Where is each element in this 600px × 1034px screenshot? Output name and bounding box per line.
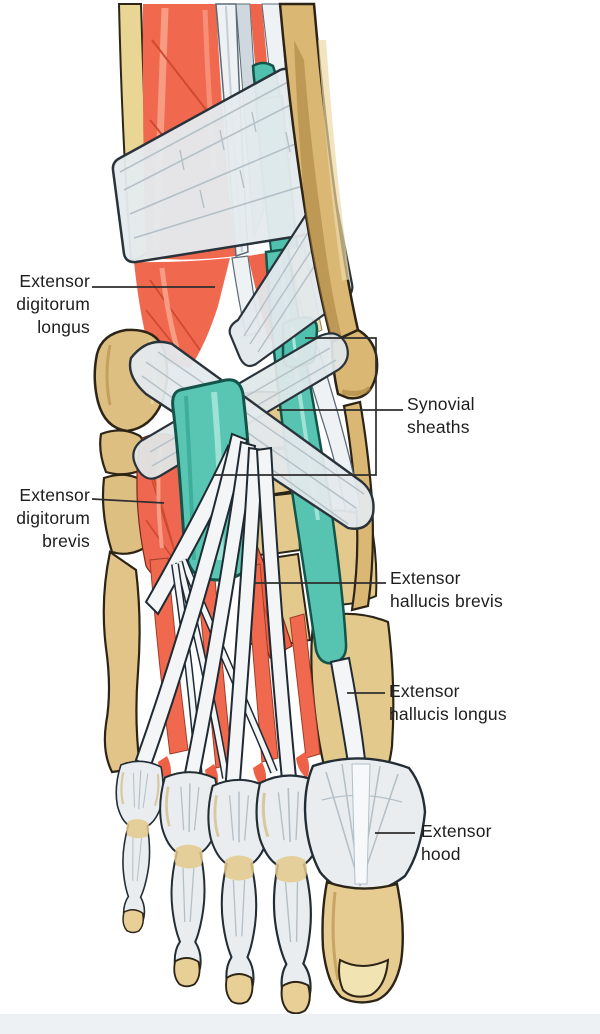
ehl-tendon-on-hood bbox=[351, 763, 371, 885]
label-line: longus bbox=[37, 317, 90, 337]
retinaculum-fiber bbox=[129, 135, 315, 215]
label-line: Extensor bbox=[19, 271, 90, 291]
label-extensor-hood: Extensor hood bbox=[421, 820, 492, 866]
retinaculum-stitch bbox=[179, 149, 185, 171]
retinaculum-fiber bbox=[145, 361, 357, 509]
floor-band bbox=[0, 1014, 600, 1034]
label-extensor-hallucis-longus: Extensor hallucis longus bbox=[389, 680, 507, 726]
fifth-toe bbox=[107, 759, 166, 935]
toes bbox=[107, 757, 427, 1016]
retinaculum-stitch bbox=[199, 189, 205, 209]
muscle-fiber-line bbox=[151, 39, 215, 121]
label-line: hallucis longus bbox=[389, 704, 507, 724]
leader-lines bbox=[91, 286, 415, 834]
label-line: Extensor bbox=[19, 485, 90, 505]
lateral-border-bone bbox=[102, 550, 142, 774]
retinaculum-fiber bbox=[133, 179, 323, 239]
label-line: brevis bbox=[42, 531, 90, 551]
retinaculum-stitch bbox=[285, 131, 291, 153]
bone-shading bbox=[331, 891, 340, 981]
label-line: sheaths bbox=[407, 417, 470, 437]
label-line: hallucis brevis bbox=[390, 591, 503, 611]
retinaculum-fiber bbox=[157, 351, 365, 495]
intermetatarsal-muscle bbox=[296, 752, 310, 778]
retinaculum-stitch bbox=[251, 111, 257, 133]
label-extensor-digitorum-longus: Extensor digitorum longus bbox=[16, 270, 90, 339]
retinaculum-fiber bbox=[123, 99, 301, 191]
label-line: Extensor bbox=[421, 821, 492, 841]
label-line: Extensor bbox=[390, 568, 461, 588]
label-extensor-hallucis-brevis: Extensor hallucis brevis bbox=[390, 567, 503, 613]
label-line: Synovial bbox=[407, 394, 475, 414]
leader-extensor-digitorum-brevis bbox=[91, 498, 165, 504]
bone-highlight bbox=[318, 39, 350, 281]
retinaculum-stitch bbox=[239, 169, 245, 189]
label-synovial-sheaths: Synovial sheaths bbox=[407, 393, 475, 439]
bone-shading bbox=[294, 40, 342, 342]
great-toe bbox=[303, 757, 427, 1004]
muscle-fiber-line bbox=[151, 479, 177, 557]
retinaculum-fiber bbox=[119, 81, 289, 173]
superior-extensor-retinaculum bbox=[111, 67, 334, 264]
label-line: digitorum bbox=[16, 294, 90, 314]
great-toe-tip bbox=[338, 958, 390, 998]
label-line: digitorum bbox=[16, 508, 90, 528]
label-extensor-digitorum-brevis: Extensor digitorum brevis bbox=[16, 484, 90, 553]
label-line: hood bbox=[421, 844, 461, 864]
extensor-tendons bbox=[134, 432, 369, 796]
label-line: Extensor bbox=[389, 681, 460, 701]
retinaculum-stitch bbox=[219, 129, 225, 151]
interosseous-muscle bbox=[289, 613, 321, 759]
bone-shading bbox=[105, 344, 112, 406]
tibia bbox=[278, 2, 379, 400]
bone-shading bbox=[341, 386, 372, 396]
leader-synovial-sheaths-bracket bbox=[213, 337, 403, 476]
muscle-fiber-line bbox=[149, 279, 201, 351]
